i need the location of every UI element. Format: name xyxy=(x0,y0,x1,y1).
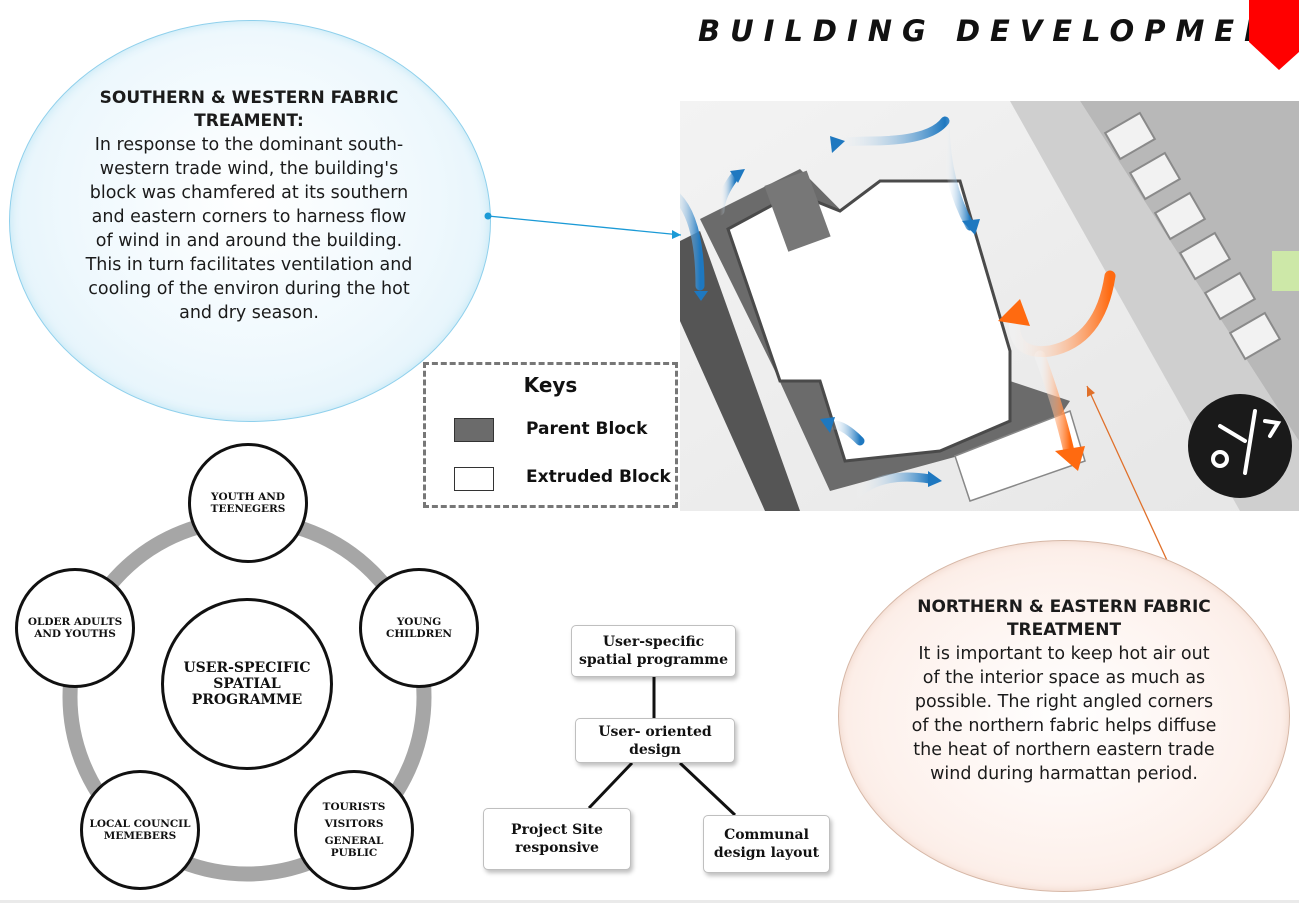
site-plan-illustration xyxy=(680,101,1299,511)
flow-box-middle: User- oriented design xyxy=(575,718,735,763)
node-center-programme: USER-SPECIFIC SPATIAL PROGRAMME xyxy=(161,598,333,770)
node-visitors-label: VISITORS xyxy=(324,818,384,830)
northern-eastern-bubble xyxy=(838,540,1290,892)
flow-box-right: Communal design layout xyxy=(703,815,830,873)
northern-eastern-heading: NORTHERN & EASTERN FABRIC TREATMENT xyxy=(917,597,1211,640)
node-youth-teenagers: YOUTH AND TEENEGERS xyxy=(188,443,308,563)
red-corner-tab xyxy=(1249,0,1299,70)
extruded-block-swatch xyxy=(454,467,494,491)
node-tourists-label: TOURISTS xyxy=(322,801,386,813)
parent-block-label: Parent Block xyxy=(526,419,648,439)
node-local-council: LOCAL COUNCIL MEMEBERS xyxy=(80,770,200,890)
flow-box-left: Project Site responsive xyxy=(483,808,631,870)
southern-western-bubble xyxy=(9,20,491,422)
node-public-label: GENERAL PUBLIC xyxy=(324,835,384,859)
bottom-divider xyxy=(0,900,1299,903)
page-title: BUILDING DEVELOPMENT xyxy=(698,14,1299,48)
node-tourists-visitors-public: TOURISTS VISITORS GENERAL PUBLIC xyxy=(294,770,414,890)
northern-eastern-body: It is important to keep hot air out of t… xyxy=(911,644,1217,784)
southern-western-text: SOUTHERN & WESTERN FABRIC TREAMENT: In r… xyxy=(84,87,414,325)
extruded-block-label: Extruded Block xyxy=(526,467,671,487)
southern-western-heading: SOUTHERN & WESTERN FABRIC TREAMENT: xyxy=(99,88,399,131)
keys-legend: Keys Parent Block Extruded Block xyxy=(423,362,678,508)
node-young-children: YOUNG CHILDREN xyxy=(359,568,479,688)
keys-title: Keys xyxy=(523,373,578,397)
southern-western-body: In response to the dominant south-wester… xyxy=(85,135,413,323)
parent-block-swatch xyxy=(454,418,494,442)
node-older-adults: OLDER ADULTS AND YOUTHS xyxy=(15,568,135,688)
flow-box-top: User-specific spatial programme xyxy=(571,625,736,677)
northern-eastern-text: NORTHERN & EASTERN FABRIC TREATMENT It i… xyxy=(908,596,1220,786)
